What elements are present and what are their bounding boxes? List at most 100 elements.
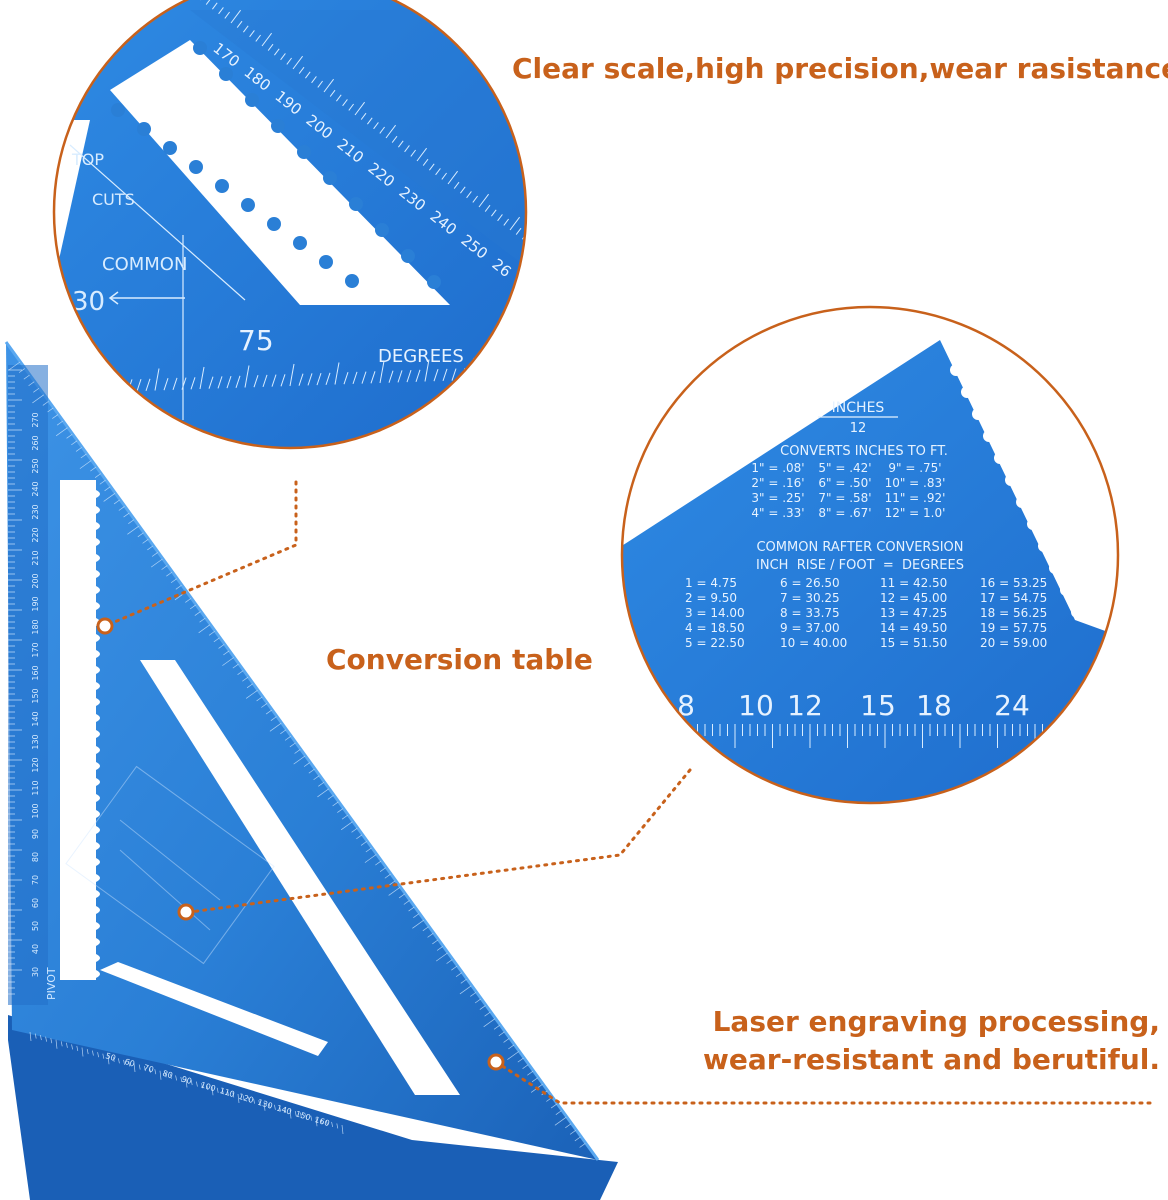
zoom-bottom-tick	[442, 368, 448, 382]
rafter-cell: 4 = 18.50	[685, 621, 745, 635]
zoom-scale-tooth	[427, 275, 441, 289]
converts-cell: 5" = .42'	[818, 461, 871, 475]
zoom-degree-tick	[373, 122, 379, 130]
left-ruler-number: 200	[31, 573, 40, 588]
hypotenuse-tick	[170, 578, 177, 584]
zoom-bottom-tick	[109, 369, 115, 393]
left-ruler-number: 160	[31, 665, 40, 680]
callout-line-scale	[103, 480, 298, 628]
bottom-ruler-tick	[34, 1033, 37, 1039]
bottom-ruler-tick	[71, 1044, 73, 1050]
zoom-bottom-tick	[253, 375, 259, 388]
zoom-degree-tick	[342, 99, 348, 107]
left-ruler-number: 150	[31, 688, 40, 703]
zoom-scale-tooth	[319, 255, 333, 269]
hypotenuse-tick	[308, 768, 315, 774]
zoom-scale-tooth	[375, 223, 389, 237]
hypotenuse-tick	[432, 939, 439, 945]
bottom-ruler-tick	[164, 1072, 167, 1078]
zoom-degree-tick	[459, 186, 466, 194]
left-ruler-number: 60	[31, 898, 40, 908]
table-tooth	[1038, 540, 1050, 552]
zoom-bottom-tick	[199, 366, 205, 390]
hypotenuse-tick	[199, 617, 206, 623]
zoom-bottom-tick	[370, 371, 376, 384]
rafter-cell: 12 = 45.00	[880, 591, 947, 605]
hypotenuse-tick	[284, 736, 291, 741]
hypotenuse-tick	[90, 466, 97, 472]
cutout-tooth	[96, 714, 100, 722]
rafter-cell: 1 = 4.75	[685, 576, 737, 590]
hypotenuse-tick	[484, 1011, 491, 1017]
converts-cell: 2" = .16'	[751, 476, 804, 490]
cutout-tooth	[96, 746, 100, 754]
callout-dot-table	[177, 903, 195, 921]
zoom-degree-tick	[560, 260, 565, 266]
zoom-degree-tick	[441, 172, 448, 180]
zoom-degree-tick	[311, 76, 317, 84]
zoom-degree-tick	[242, 25, 249, 33]
zoom-degree-tick	[286, 57, 293, 65]
bottom-ruler-tick	[253, 1098, 255, 1104]
left-ruler-number: 260	[31, 435, 40, 450]
zoom-scale-tooth	[323, 171, 337, 185]
zoom-bottom-tick	[208, 376, 214, 389]
zoom-degree-tick	[298, 66, 305, 74]
zoom-degree-tick	[509, 216, 520, 231]
cutout-tooth	[96, 506, 100, 514]
bottom-ruler-number: 110	[218, 1086, 235, 1099]
bottom-ruler-tick	[138, 1064, 141, 1070]
zoom-degree-tick	[410, 149, 417, 157]
zoom-circle-table: INCHES 12 CONVERTS INCHES TO FT. 1" = .0…	[620, 305, 1120, 805]
bottom-ruler-tick	[97, 1052, 99, 1058]
hypotenuse-tick	[71, 440, 78, 446]
converts-table: 1" = .08'5" = .42'9" = .75'2" = .16'6" =…	[751, 461, 945, 520]
hypotenuse-tick	[455, 972, 462, 978]
hypotenuse-tick	[427, 933, 434, 938]
cutout-tooth	[96, 602, 100, 610]
speed-square: 2702602502402302202102001901801701601501…	[4, 341, 618, 1200]
bottom-ruler-tick	[211, 1086, 214, 1096]
zoom-bottom-tick	[217, 376, 223, 389]
hypotenuse-tick	[142, 539, 149, 544]
hypotenuse-tick	[8, 361, 21, 371]
bottom-ruler-tick	[128, 1061, 131, 1067]
cutout-tooth	[96, 858, 100, 866]
bottom-ruler-number: 160	[313, 1115, 330, 1128]
zoom-scale-notch	[110, 40, 450, 305]
rafter-cell: 19 = 57.75	[980, 621, 1047, 635]
cutout-tooth	[96, 906, 100, 914]
zoom-scale-tooth	[219, 67, 233, 81]
left-ruler-number: 110	[31, 780, 40, 795]
zoom-scale-tooth	[271, 119, 285, 133]
hypotenuse-tick	[341, 814, 348, 820]
bottom-ruler-tick	[336, 1123, 339, 1129]
zoom-degree-tick	[230, 9, 242, 24]
left-ruler-number: 100	[31, 803, 40, 818]
bottom-ruler-tick	[274, 1104, 276, 1110]
hypotenuse-tick	[151, 552, 158, 557]
bottom-ruler-tick	[40, 1035, 42, 1041]
hypotenuse-tick	[123, 512, 130, 518]
left-ruler-band	[8, 365, 48, 1005]
hypotenuse-tick	[42, 401, 49, 406]
zoom-degree-ticks	[199, 0, 565, 266]
left-ruler-number: 230	[31, 504, 40, 519]
zoom-degree-tick	[422, 158, 429, 166]
table-tooth	[1005, 474, 1017, 486]
left-ruler-number: 90	[31, 829, 40, 839]
hypotenuse-tick	[161, 565, 168, 570]
zoom-degree-tick	[280, 53, 286, 61]
hypotenuse-tick	[531, 1077, 538, 1083]
zoom-bottom-tick	[505, 366, 511, 379]
hypotenuse-tick	[318, 781, 325, 787]
table-tooth	[961, 386, 973, 398]
cutout-tooth	[96, 554, 100, 562]
bottom-ruler-tick	[154, 1069, 157, 1075]
table-tooth	[983, 430, 995, 442]
converts-cell: 12" = 1.0'	[885, 506, 946, 520]
cutout-tooth	[96, 730, 100, 738]
bottom-ruler-tick	[81, 1047, 84, 1057]
